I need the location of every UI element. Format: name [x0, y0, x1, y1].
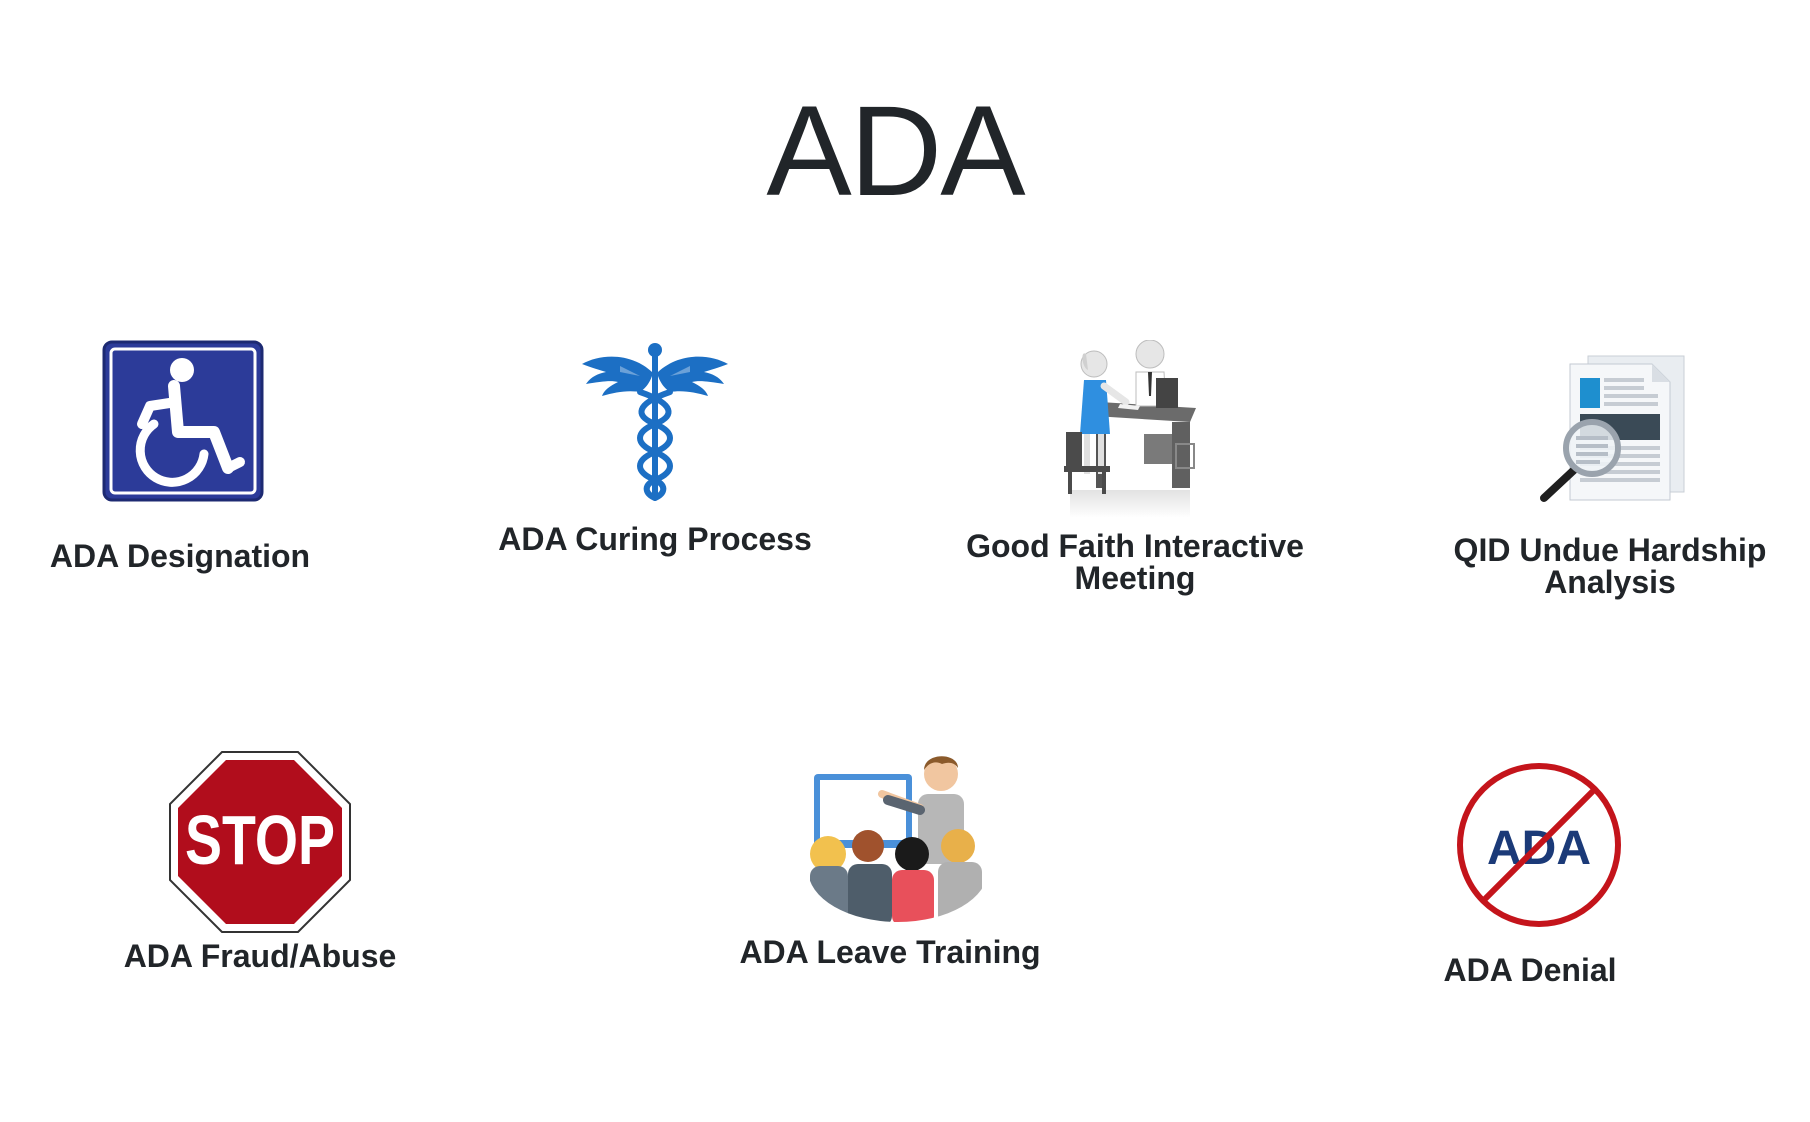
tile-label: ADA Fraud/Abuse	[123, 938, 397, 974]
tile-qid-undue-hardship-analysis[interactable]: QID Undue Hardship Analysis	[1440, 340, 1780, 610]
tile-label: ADA Leave Training	[739, 934, 1041, 970]
tile-label: Good Faith Interactive Meeting	[966, 528, 1304, 596]
tile-good-faith-interactive-meeting[interactable]: Good Faith Interactive Meeting	[950, 340, 1320, 610]
tile-ada-curing-process[interactable]: ADA Curing Process	[480, 340, 830, 560]
tile-label: ADA Denial	[1443, 952, 1617, 988]
stop-sign-text: STOP	[185, 801, 335, 879]
tile-ada-designation[interactable]: ADA Designation	[20, 340, 340, 580]
training-presentation-icon	[808, 750, 988, 922]
tile-label: QID Undue Hardship Analysis	[1453, 532, 1767, 600]
interactive-meeting-icon	[1060, 340, 1200, 520]
wheelchair-icon	[102, 340, 264, 502]
tile-ada-denial[interactable]: ADA ADA Denial	[1380, 750, 1680, 1000]
tile-label: ADA Designation	[49, 538, 311, 574]
tile-ada-leave-training[interactable]: ADA Leave Training	[730, 750, 1050, 980]
caduceus-icon	[580, 342, 730, 502]
page-title: ADA	[766, 80, 1025, 223]
tile-label: ADA Curing Process	[498, 521, 812, 557]
tile-ada-fraud-abuse[interactable]: STOP ADA Fraud/Abuse	[100, 750, 420, 990]
no-ada-icon: ADA	[1454, 760, 1624, 930]
document-magnifier-icon	[1530, 350, 1690, 510]
stop-sign-icon: STOP	[168, 750, 352, 934]
